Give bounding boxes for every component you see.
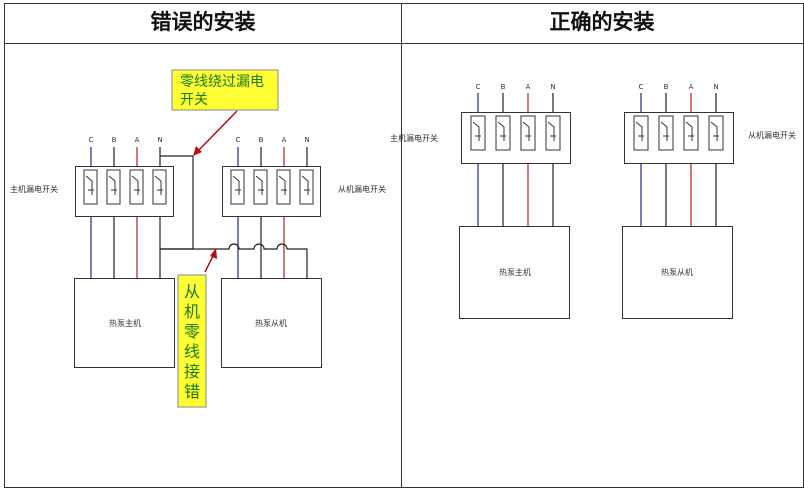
phase-label-n: N xyxy=(304,136,309,144)
callout-neutral-bypass-line2: 开关 xyxy=(180,92,208,108)
phase-label-c: C xyxy=(89,136,94,144)
phase-label-a: A xyxy=(135,136,140,144)
phase-label-n: N xyxy=(550,83,555,91)
slave-unit-label: 热泵从机 xyxy=(255,318,287,328)
output-wires-correct-master xyxy=(477,164,554,226)
unit-wrong-master xyxy=(74,278,175,368)
master-unit-label: 热泵主机 xyxy=(499,267,531,277)
callout-char-3: 零 xyxy=(184,322,200,341)
phase-label-c: C xyxy=(476,83,481,91)
master-switch-label: 主机漏电开关 xyxy=(390,133,438,143)
callout-neutral-miswired: 从 机 零 线 接 错 xyxy=(177,274,207,408)
phase-labels-correct-slave: C B A N xyxy=(639,83,719,91)
unit-correct-master xyxy=(459,226,570,319)
unit-wrong-slave xyxy=(221,278,322,368)
phase-label-b: B xyxy=(664,83,669,91)
phase-label-c: C xyxy=(639,83,644,91)
callout-char-5: 接 xyxy=(184,362,200,381)
phase-label-a: A xyxy=(282,136,287,144)
phase-label-n: N xyxy=(713,83,718,91)
phase-labels-wrong-slave: C B A N xyxy=(236,136,310,144)
wrong-install-title: 错误的安装 xyxy=(151,10,256,34)
callout-neutral-bypass: 零线绕过漏电 开关 xyxy=(171,69,279,111)
breaker-correct-slave xyxy=(624,112,734,164)
supply-wires-wrong-slave xyxy=(237,147,308,166)
phase-labels-correct-master: C B A N xyxy=(476,83,556,91)
breaker-correct-master xyxy=(461,112,571,164)
callout-neutral-bypass-line1: 零线绕过漏电 xyxy=(180,74,264,90)
output-wires-wrong-slave xyxy=(237,217,285,278)
slave-switch-label: 从机漏电开关 xyxy=(338,184,386,194)
slave-unit-label: 热泵从机 xyxy=(661,267,693,277)
phase-label-b: B xyxy=(501,83,506,91)
supply-wires-correct-master xyxy=(477,93,554,112)
phase-label-a: A xyxy=(689,83,694,91)
callout-char-4: 线 xyxy=(184,342,200,361)
phase-label-b: B xyxy=(112,136,117,144)
output-wires-wrong-master xyxy=(90,217,161,278)
callout-char-6: 错 xyxy=(184,382,200,401)
callout-char-1: 从 xyxy=(184,282,200,301)
phase-label-c: C xyxy=(236,136,241,144)
supply-wires-correct-slave xyxy=(640,93,717,112)
slave-switch-label: 从机漏电开关 xyxy=(748,130,796,140)
phase-label-b: B xyxy=(259,136,264,144)
master-unit-label: 热泵主机 xyxy=(109,318,141,328)
callout-char-2: 机 xyxy=(184,302,200,321)
output-wires-correct-slave xyxy=(640,164,717,226)
phase-labels-wrong-master: C B A N xyxy=(89,136,163,144)
miswired-slave-neutral xyxy=(160,243,308,278)
phase-label-a: A xyxy=(526,83,531,91)
phase-label-n: N xyxy=(157,136,162,144)
correct-install-title: 正确的安装 xyxy=(550,10,655,34)
arrow-to-bypass xyxy=(193,110,238,156)
supply-wires-wrong-master xyxy=(90,147,161,166)
breaker-wrong-slave xyxy=(222,166,321,217)
breaker-wrong-master xyxy=(75,166,174,217)
unit-correct-slave xyxy=(622,226,733,319)
master-switch-label: 主机漏电开关 xyxy=(10,184,58,194)
arrow-to-miswire xyxy=(204,248,217,273)
